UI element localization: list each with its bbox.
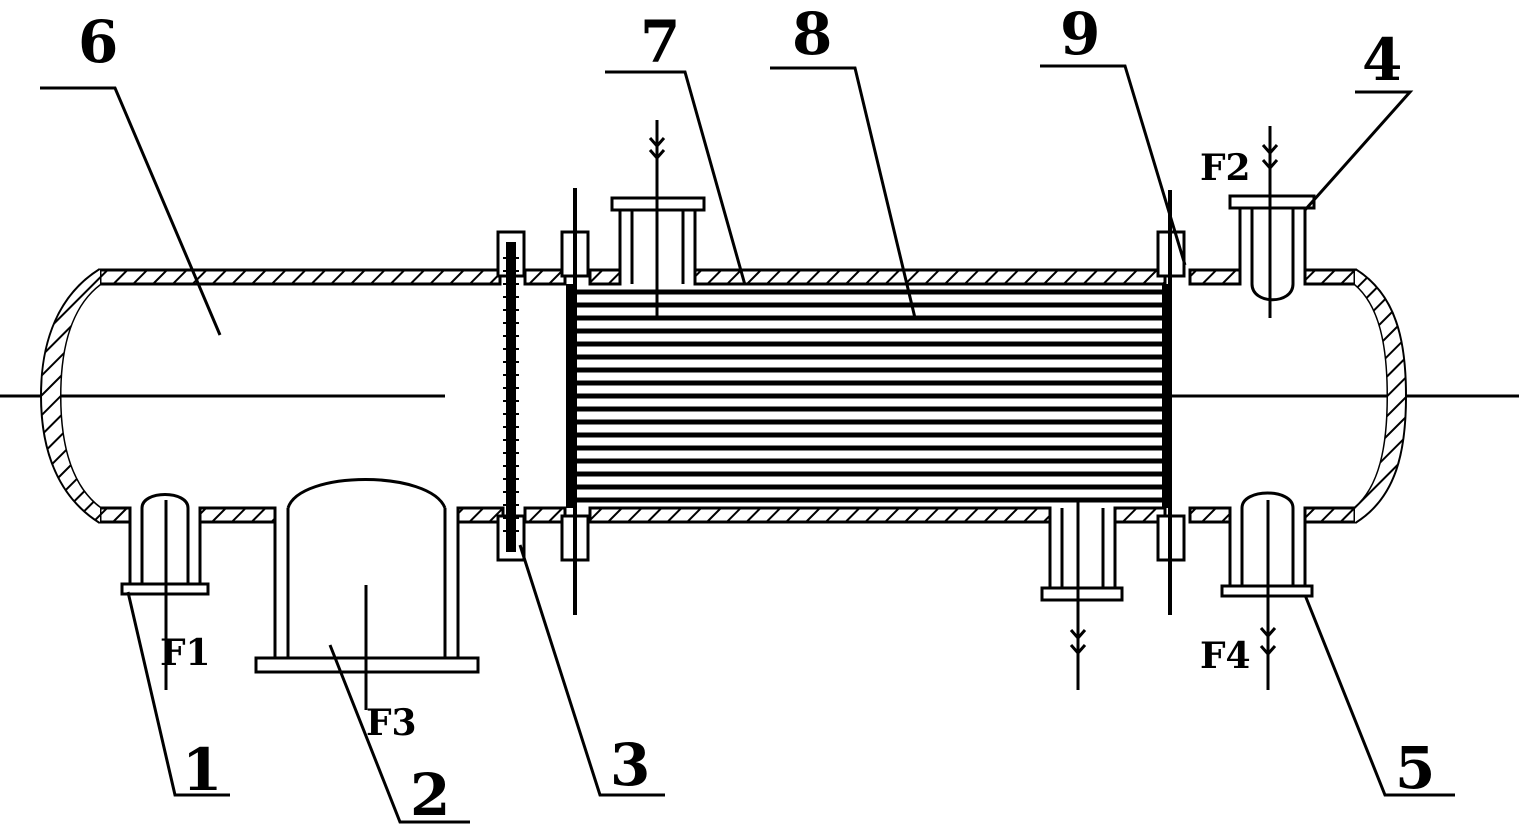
part-number-1: 1 — [182, 736, 222, 804]
part-number-5: 5 — [1395, 734, 1435, 802]
nozzle-5 — [1220, 491, 1314, 690]
part-number-7: 7 — [640, 8, 680, 76]
flow-label-f2: F2 — [1200, 147, 1251, 189]
part-number-8: 8 — [792, 0, 832, 68]
flow-label-f4: F4 — [1200, 635, 1251, 677]
nozzle-2 — [254, 478, 480, 710]
nozzle-shell-top — [610, 120, 706, 318]
nozzle-shell-bottom — [1040, 500, 1124, 690]
part-number-2: 2 — [410, 761, 450, 826]
flow-label-f1: F1 — [160, 632, 211, 674]
part-number-9: 9 — [1060, 0, 1100, 68]
vessel-shell — [39, 268, 1408, 524]
part-number-6: 6 — [78, 8, 118, 76]
flow-label-f3: F3 — [366, 702, 417, 744]
leader-lines — [40, 64, 1455, 824]
nozzle-4 — [1228, 126, 1316, 318]
tube-bundle — [503, 257, 1166, 532]
part-number-3: 3 — [610, 731, 650, 799]
flange-left — [496, 230, 526, 562]
part-number-4: 4 — [1362, 26, 1402, 94]
nozzle-1 — [120, 493, 210, 690]
flow-arrows — [648, 137, 1279, 657]
flange-tubesheet-left — [560, 188, 590, 615]
